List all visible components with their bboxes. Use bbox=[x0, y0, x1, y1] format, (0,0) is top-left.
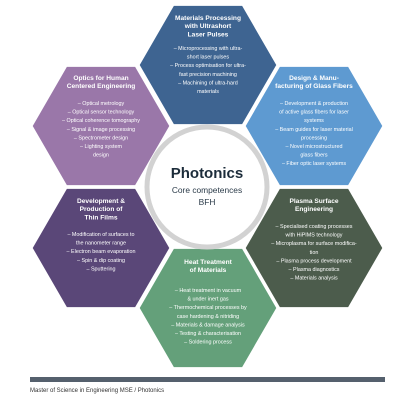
hexagon-item: the nanometer range bbox=[76, 241, 126, 247]
hexagon-item: tion bbox=[310, 250, 319, 256]
hexagon-item: – Lighting system bbox=[80, 144, 122, 150]
hexagon-title-line: Plasma Surface bbox=[289, 198, 338, 205]
hexagon-item: – Optical coherence tomography bbox=[62, 118, 140, 124]
hexagon-item: of active glass fibers for laser bbox=[279, 110, 349, 116]
hexagon-item: processing bbox=[301, 135, 327, 141]
footer-text: Master of Science in Engineering MSE / P… bbox=[30, 388, 165, 394]
hexagon-item: – Materials & damage analysis bbox=[171, 322, 245, 328]
hexagon-item: – Microplasma for surface modifica- bbox=[271, 241, 357, 247]
hexagon-item: – Development & production bbox=[280, 101, 348, 107]
hexagon-item: – Specialised coating processes bbox=[275, 224, 352, 230]
hexagon-item: – Microprocessing with ultra- bbox=[174, 46, 243, 52]
hexagon-item: – Fiber optic laser systems bbox=[282, 161, 346, 167]
hexagon-title-line: of Materials bbox=[190, 267, 227, 274]
hexagon-item: systems bbox=[304, 118, 324, 124]
hexagon-item: – Sputtering bbox=[86, 266, 115, 272]
hexagon-item: short laser pulses bbox=[187, 55, 230, 61]
center-subtitle-line-2: BFH bbox=[199, 197, 216, 207]
hexagon-item: – Beam guides for laser material bbox=[275, 127, 353, 133]
hexagon-title-line: Optics for Human bbox=[73, 75, 128, 82]
hexagon-item: – Heat treatment in vacuum bbox=[175, 288, 242, 294]
hexagon-item: design bbox=[93, 153, 109, 159]
hexagon-item: – Materials analysis bbox=[290, 276, 338, 282]
hexagon-title-line: Materials Processing bbox=[175, 15, 241, 22]
hexagon-item: materials bbox=[197, 89, 219, 95]
hexagon-item: – Spin & dip coating bbox=[77, 258, 125, 264]
hexagon-title-line: Centered Engineering bbox=[67, 83, 136, 90]
hexagon-title-line: facturing of Glass Fibers bbox=[275, 83, 353, 90]
hexagon-title-line: Engineering bbox=[295, 206, 333, 213]
hexagon-title-line: Heat Treatment bbox=[184, 259, 232, 266]
hexagon-item: – Optical metrology bbox=[78, 101, 125, 107]
hexagon-shape bbox=[29, 63, 173, 189]
center-title: Photonics bbox=[171, 165, 244, 182]
center-circle: Photonics Core competences BFH bbox=[144, 124, 270, 250]
hexagon-glass-fibers: Design & Manu-facturing of Glass Fibers –… bbox=[242, 63, 386, 189]
hexagon-title-line: Thin Films bbox=[85, 214, 118, 221]
hexagon-title-line: Development & bbox=[77, 198, 125, 205]
hexagon-item: fast precision machining bbox=[179, 72, 237, 78]
hexagon-item: – Testing & characterisation bbox=[175, 331, 241, 337]
hexagon-item: case hardening & nitriding bbox=[177, 314, 239, 320]
center-subtitle-line-1: Core competences bbox=[172, 185, 242, 195]
hexagon-item: – Optical sensor technology bbox=[68, 110, 135, 116]
hexagon-title-line: Design & Manu- bbox=[289, 75, 339, 82]
hexagon-item: & under inert gas bbox=[187, 297, 228, 303]
hexagon-item: – Novel microstructured bbox=[286, 144, 343, 150]
footer-bar bbox=[30, 377, 385, 382]
hexagon-title-line: with Ultrashort bbox=[184, 23, 232, 30]
hexagon-item: with HiPIMS technology bbox=[285, 233, 343, 239]
hexagon-item: glass fibers bbox=[300, 153, 328, 159]
hexagon-item: – Machining of ultra-hard bbox=[178, 80, 238, 86]
hexagon-item: – Spectrometer design bbox=[74, 135, 128, 141]
hexagon-item: – Electron beam evaporation bbox=[67, 249, 136, 255]
hexagon-item: – Plasma diagnostics bbox=[289, 267, 340, 273]
hexagon-title-line: Laser Pulses bbox=[188, 31, 229, 38]
hexagon-item: – Process optimisation for ultra- bbox=[170, 63, 246, 69]
hexagon-title-line: Production of bbox=[80, 206, 124, 213]
hexagon-item: – Modification of surfaces to bbox=[67, 232, 134, 238]
hexagon-item: – Signal & image processing bbox=[67, 127, 135, 133]
hexagon-item: – Soldering process bbox=[184, 340, 232, 346]
hexagon-item: – Thermochemical processes by bbox=[169, 305, 247, 311]
hexagon-item: – Plasma process development bbox=[276, 258, 352, 264]
